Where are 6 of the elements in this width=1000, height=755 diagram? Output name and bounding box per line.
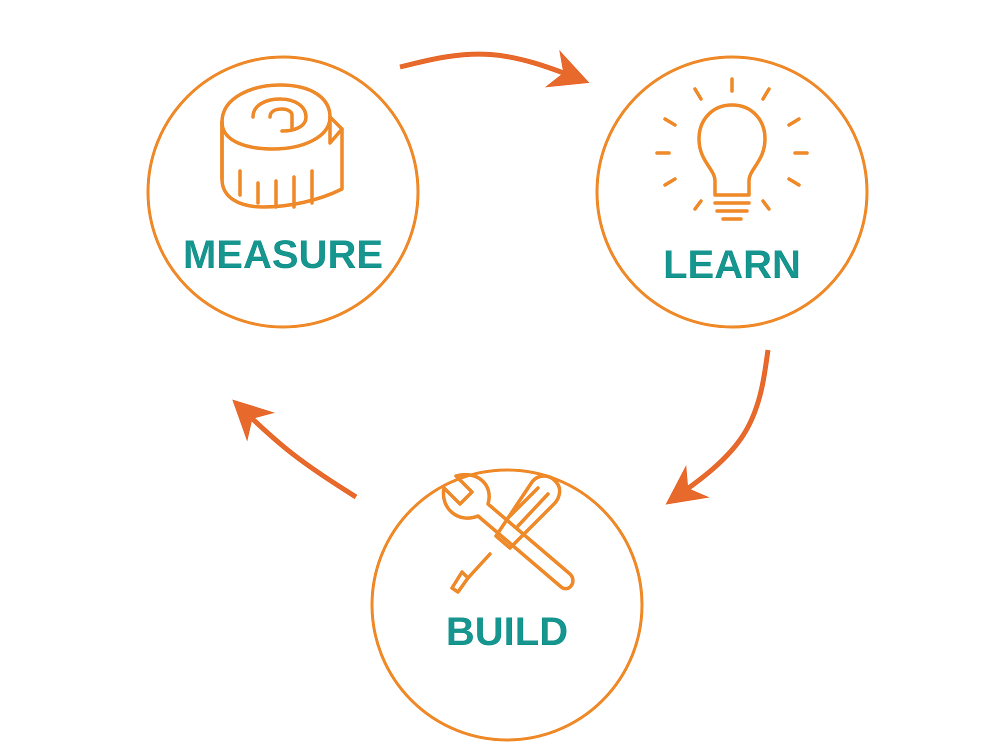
stage-label: MEASURE (182, 233, 384, 277)
cycle-arrow (666, 350, 770, 505)
cycle-arrow (232, 399, 358, 500)
cycle-arrow (399, 50, 590, 88)
stage-label: LEARN (663, 243, 801, 287)
stage-label: BUILD (446, 610, 568, 654)
